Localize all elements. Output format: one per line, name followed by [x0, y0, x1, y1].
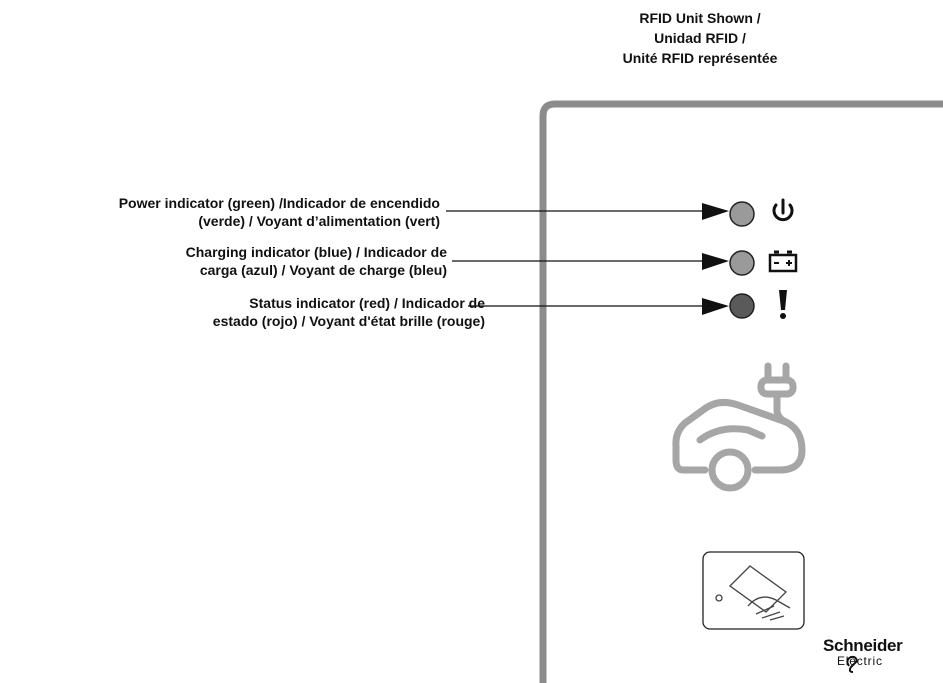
brand-name: Schneider — [823, 636, 903, 655]
title-line-1: RFID Unit Shown / — [639, 10, 761, 26]
status-led — [729, 293, 755, 319]
charging-label-line-1: Charging indicator (blue) / Indicador de — [185, 244, 447, 260]
rfid-card-hand-icon — [702, 551, 805, 630]
ev-car-plug-icon — [672, 362, 806, 492]
power-label-line-2: (verde) / Voyant d’alimentation (vert) — [198, 213, 440, 229]
title-block: RFID Unit Shown / Unidad RFID / Unité RF… — [560, 8, 840, 68]
charging-label-line-2: carga (azul) / Voyant de charge (bleu) — [199, 262, 447, 278]
power-label-line-1: Power indicator (green) /Indicador de en… — [118, 195, 440, 211]
status-indicator-label: Status indicator (red) / Indicador de es… — [213, 294, 485, 330]
device-panel — [539, 100, 943, 683]
power-icon — [772, 198, 794, 222]
power-led — [729, 201, 755, 227]
charging-led — [729, 250, 755, 276]
title-line-3: Unité RFID représentée — [622, 50, 778, 66]
battery-icon — [768, 250, 798, 273]
status-label-line-2: estado (rojo) / Voyant d'état brille (ro… — [212, 313, 485, 329]
schneider-electric-logo: Schneider Electric — [823, 636, 933, 668]
title-line-2: Unidad RFID / — [654, 30, 746, 46]
status-label-line-1: Status indicator (red) / Indicador de — [249, 295, 485, 311]
power-arrowhead — [702, 203, 729, 220]
status-arrowhead — [702, 298, 729, 315]
power-indicator-label: Power indicator (green) /Indicador de en… — [119, 194, 440, 230]
schneider-logo-mark — [846, 655, 859, 673]
charging-indicator-label: Charging indicator (blue) / Indicador de… — [186, 243, 447, 279]
charging-arrowhead — [702, 253, 729, 270]
exclamation-icon — [779, 290, 787, 319]
brand-sub: Electric — [837, 654, 883, 668]
